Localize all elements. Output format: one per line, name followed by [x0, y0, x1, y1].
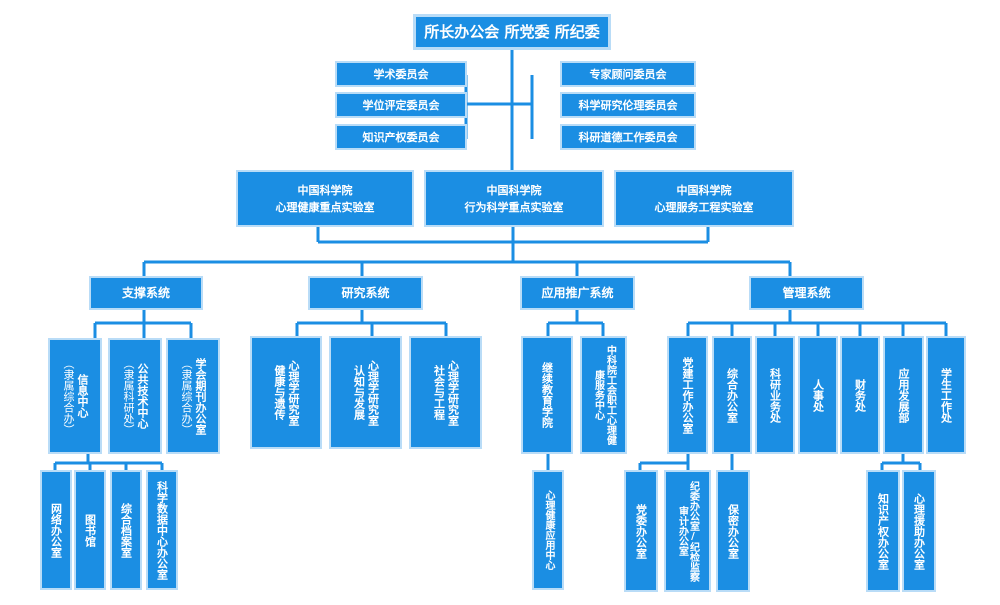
top-leadership-box: 所长办公会 所党委 所纪委 [413, 14, 611, 50]
committee-label: 科学研究伦理委员会 [578, 98, 678, 112]
unit-network-office: 网络办公室 [40, 470, 72, 590]
unit-party-committee-office: 党委办公室 [624, 470, 658, 592]
unit-archives: 综合档案室 [110, 470, 142, 590]
committee-advisory: 专家顾问委员会 [560, 61, 696, 87]
lab-org: 中国科学院 [486, 183, 542, 197]
unit-affiliation: （隶属综合办） [180, 357, 193, 435]
lab-mental-health: 中国科学院心理健康重点实验室 [236, 170, 414, 227]
unit-research-affairs: 科研业务处 [755, 336, 795, 454]
unit-confidentiality-office: 保密办公室 [716, 470, 750, 592]
committee-label: 学位评定委员会 [362, 98, 440, 112]
committee-label: 专家顾问委员会 [589, 67, 667, 81]
unit-journal-office: （隶属综合办）学会期刊办公室 [166, 338, 220, 454]
unit-name: 保密办公室 [726, 503, 740, 559]
unit-hr: 人事处 [798, 336, 838, 454]
lab-name: 心理健康重点实验室 [275, 200, 375, 214]
unit-name: 社会与工程 [432, 365, 446, 420]
unit-name: 继续教育学院 [540, 362, 554, 428]
committee-integrity: 科研道德工作委员会 [560, 124, 696, 150]
unit-continuing-education: 继续教育学院 [521, 336, 573, 454]
system-research: 研究系统 [308, 276, 423, 310]
unit-finance: 财务处 [840, 336, 880, 454]
committee-academic: 学术委员会 [335, 61, 467, 87]
unit-name: 综合档案室 [119, 502, 133, 558]
system-label: 支撑系统 [121, 285, 170, 300]
unit-name: 学会期刊办公室 [194, 357, 207, 435]
unit-general-office: 综合办公室 [712, 336, 752, 454]
committee-label: 学术委员会 [373, 67, 429, 81]
unit-info-center: （隶属综合办）信息中心 [48, 338, 102, 454]
unit-name: 中科院工会职工心理健康服务中心 [592, 345, 616, 445]
unit-library: 图书馆 [74, 470, 106, 590]
committee-ethics: 科学研究伦理委员会 [560, 92, 696, 118]
top-leadership-label: 所长办公会 所党委 所纪委 [424, 22, 600, 41]
system-application: 应用推广系统 [520, 276, 635, 310]
lab-org: 中国科学院 [297, 183, 353, 197]
system-support: 支撑系统 [89, 276, 203, 310]
committee-label: 科研道德工作委员会 [578, 130, 678, 144]
unit-ip-office: 知识产权办公室 [866, 470, 900, 592]
unit-name: 心理学研究室 [446, 359, 460, 426]
unit-name: 人事处 [811, 378, 825, 412]
unit-student-affairs: 学生工作处 [926, 336, 966, 454]
system-label: 研究系统 [341, 285, 390, 300]
unit-affiliation: （隶属综合办） [62, 357, 75, 435]
unit-name: 党建工作办公室 [681, 356, 694, 434]
unit-health-genetics-lab: 健康与遗传心理学研究室 [250, 336, 322, 449]
unit-name: 公共技术中心 [136, 363, 149, 429]
lab-name: 行为科学重点实验室 [464, 200, 564, 214]
lab-behavioral-science: 中国科学院行为科学重点实验室 [424, 170, 604, 227]
unit-name: 党委办公室 [634, 503, 648, 559]
unit-name: 应用发展部 [897, 367, 910, 423]
unit-name: 心理学研究室 [366, 359, 380, 426]
unit-name: 综合办公室 [725, 367, 739, 423]
unit-affiliation: （隶属科研处） [122, 357, 135, 435]
unit-psych-aid-office: 心理援助办公室 [902, 470, 936, 592]
unit-mental-health-app-center: 心理健康应用中心 [532, 470, 564, 590]
system-label: 管理系统 [782, 285, 831, 300]
unit-public-tech-center: （隶属科研处）公共技术中心 [108, 338, 162, 454]
unit-union-service-center: 中科院工会职工心理健康服务中心 [580, 336, 627, 454]
unit-party-building-office: 党建工作办公室 [667, 336, 708, 454]
unit-name: 科学数据中心办公室 [155, 480, 169, 580]
system-management: 管理系统 [749, 276, 864, 310]
unit-name: 纪委办公室/纪检监察审计办公室 [676, 480, 699, 582]
unit-name: 信息中心 [76, 374, 89, 418]
unit-name: 学生工作处 [939, 367, 953, 423]
unit-name: 科研业务处 [768, 367, 782, 423]
lab-name: 心理服务工程实验室 [654, 200, 754, 214]
unit-name: 网络办公室 [49, 502, 63, 558]
unit-science-data-office: 科学数据中心办公室 [146, 470, 178, 590]
unit-name: 心理学研究室 [287, 359, 300, 426]
lab-org: 中国科学院 [676, 183, 732, 197]
unit-discipline-audit-office: 纪委办公室/纪检监察审计办公室 [664, 470, 711, 592]
unit-name: 认知与发展 [352, 365, 366, 420]
unit-cognition-dev-lab: 认知与发展心理学研究室 [329, 336, 402, 449]
unit-app-development: 应用发展部 [883, 336, 924, 454]
committee-degree: 学位评定委员会 [335, 92, 467, 118]
unit-name: 心理援助办公室 [912, 492, 926, 570]
unit-name: 健康与遗传 [273, 365, 286, 420]
unit-name: 知识产权办公室 [876, 492, 890, 570]
unit-name: 心理健康应用中心 [543, 490, 554, 570]
committee-ip: 知识产权委员会 [335, 124, 467, 150]
committee-label: 知识产权委员会 [362, 130, 440, 144]
unit-name: 图书馆 [83, 513, 97, 547]
lab-psych-service-engineering: 中国科学院心理服务工程实验室 [614, 170, 794, 227]
system-label: 应用推广系统 [541, 285, 614, 300]
unit-social-engineering-lab: 社会与工程心理学研究室 [409, 336, 482, 449]
unit-name: 财务处 [853, 378, 867, 412]
